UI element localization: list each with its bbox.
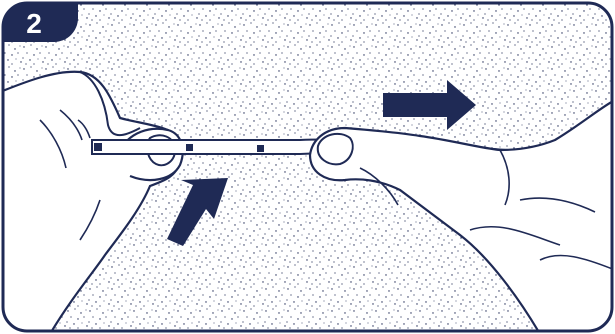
strip-marker xyxy=(94,143,102,151)
arrow-up-icon xyxy=(167,178,228,246)
arrow-right-icon xyxy=(383,80,476,130)
strip-marker xyxy=(257,145,264,152)
strip-marker xyxy=(186,144,193,151)
step-number: 2 xyxy=(26,8,42,39)
right-hand xyxy=(308,98,612,331)
step-badge: 2 xyxy=(3,3,78,42)
left-hand xyxy=(3,70,184,331)
